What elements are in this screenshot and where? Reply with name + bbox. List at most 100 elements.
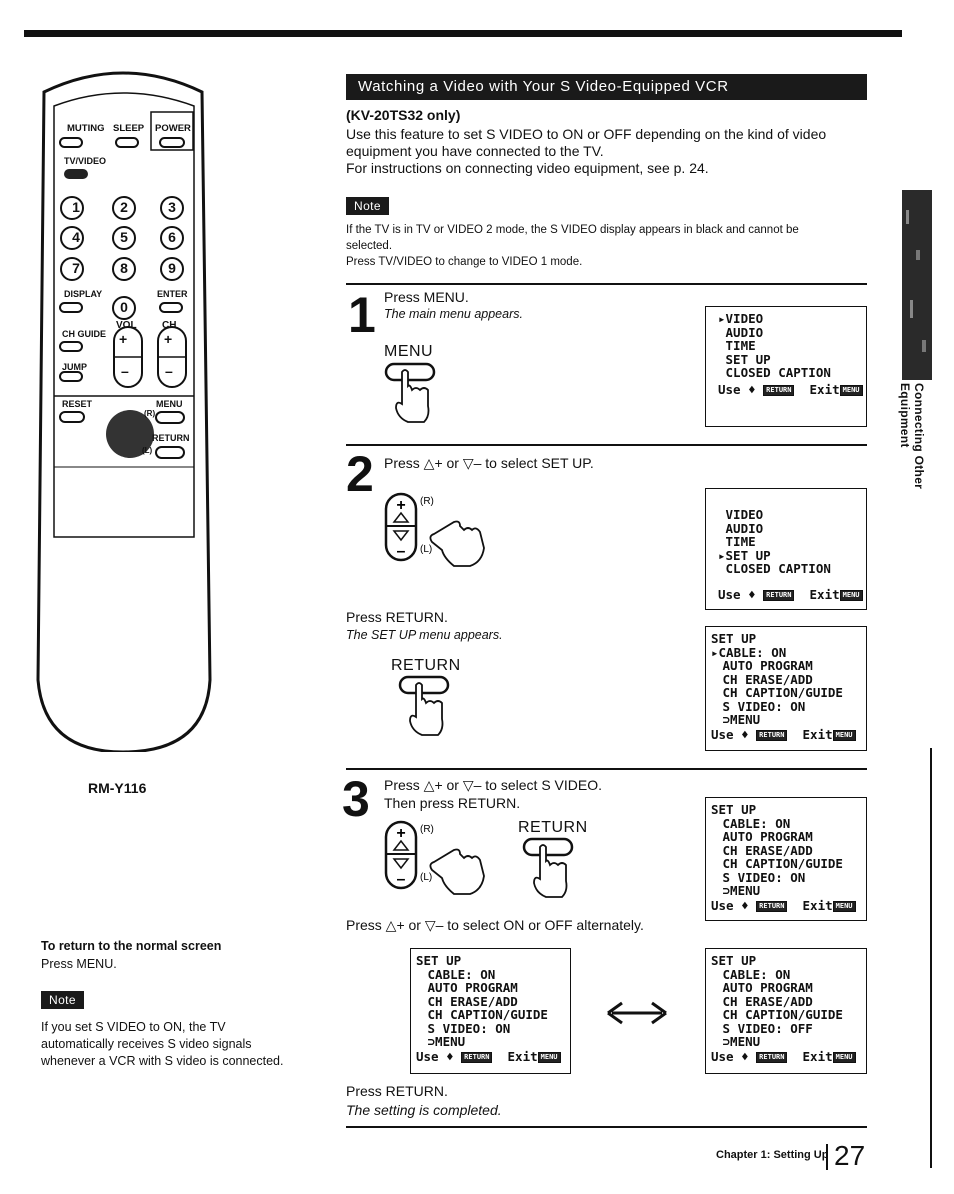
step2-rule <box>346 444 867 446</box>
intro-text: Use this feature to set S VIDEO to ON or… <box>346 126 876 177</box>
remote-digit-3: 3 <box>168 199 176 215</box>
note-line: If the TV is in TV or VIDEO 2 mode, the … <box>346 224 799 236</box>
step3-svideo-off-screen: SET UP CABLE: ON AUTO PROGRAM CH ERASE/A… <box>705 948 867 1074</box>
step1-rule <box>346 283 867 285</box>
menu-line: VIDEO <box>718 507 764 522</box>
double-arrow-icon <box>607 1001 667 1025</box>
menu-tag-icon: MENU <box>832 729 856 741</box>
remote-muting-label: MUTING <box>67 123 105 134</box>
model-note: (KV-20TS32 only) <box>346 107 461 123</box>
remote-power-label: POWER <box>155 123 191 134</box>
ch-plus-icon: + <box>164 331 173 347</box>
menu-line: AUTO PROGRAM <box>715 658 813 673</box>
vol-plus-icon: + <box>119 331 128 347</box>
remote-l-label: (L) <box>142 446 153 455</box>
side-tab-marker <box>902 190 932 380</box>
menu-line: ▸SET UP <box>718 547 771 563</box>
svg-text:(L): (L) <box>420 544 432 555</box>
remote-digit-2: 2 <box>120 199 128 215</box>
menu-line: CH ERASE/ADD <box>715 993 813 1009</box>
menu-line: SET UP <box>416 953 462 968</box>
svg-text:(R): (R) <box>420 496 434 507</box>
menu-line: ▸VIDEO <box>718 311 764 326</box>
step2-number: 2 <box>346 446 374 502</box>
menu-line: AUDIO <box>718 520 764 536</box>
menu-footer-exit: Exit <box>809 586 840 602</box>
menu-line: SET UP <box>718 351 771 367</box>
remote-ch-label: CH <box>162 320 177 331</box>
menu-line: ⊃MENU <box>715 1034 761 1049</box>
step2-main-menu-screen: VIDEO AUDIO TIME ▸SET UP CLOSED CAPTION … <box>705 488 867 610</box>
right-edge-line <box>930 748 932 1168</box>
step3-instruction: Press △+ or ▽– to select S VIDEO. <box>384 777 602 793</box>
menu-tag-icon: MENU <box>537 1051 561 1063</box>
top-rule <box>24 30 902 37</box>
left-note-line: whenever a VCR with S video is connected… <box>41 1054 284 1068</box>
menu-line: AUTO PROGRAM <box>715 980 813 995</box>
remote-menu-label: MENU <box>156 399 183 409</box>
left-note-text: If you set S VIDEO to ON, the TV automat… <box>41 1019 284 1070</box>
menu-tag-icon: MENU <box>832 900 856 912</box>
menu-line: SET UP <box>711 802 757 817</box>
step2-result2: The SET UP menu appears. <box>346 628 503 642</box>
menu-line: TIME <box>718 338 756 353</box>
return-tag-icon: RETURN <box>756 900 788 912</box>
step2-setup-menu-screen: SET UP ▸CABLE: ON AUTO PROGRAM CH ERASE/… <box>705 626 867 751</box>
remote-sleep-label: SLEEP <box>113 123 145 134</box>
note-line: selected. <box>346 240 393 252</box>
menu-footer-exit: Exit <box>809 381 840 397</box>
note-line: Press TV/VIDEO to change to VIDEO 1 mode… <box>346 256 583 268</box>
menu-line: S VIDEO: OFF <box>715 1020 813 1036</box>
menu-footer-use: Use ♦ <box>718 586 756 602</box>
menu-footer-exit: Exit <box>802 726 833 742</box>
menu-line: CH CAPTION/GUIDE <box>420 1007 548 1022</box>
menu-line: AUTO PROGRAM <box>715 829 813 844</box>
menu-tag-icon: MENU <box>839 589 863 601</box>
menu-footer-use: Use ♦ <box>711 897 749 913</box>
menu-line: ▸CABLE: ON <box>711 644 787 660</box>
step3-svideo-on-screen: SET UP CABLE: ON AUTO PROGRAM CH ERASE/A… <box>410 948 571 1074</box>
menu-line: AUTO PROGRAM <box>420 980 518 995</box>
remote-reset-label: RESET <box>62 399 93 409</box>
remote-digit-9: 9 <box>168 260 176 276</box>
intro-line: For instructions on connecting video equ… <box>346 160 709 176</box>
menu-line: TIME <box>718 534 756 549</box>
menu-line: CABLE: ON <box>715 966 791 982</box>
menu-line: CH CAPTION/GUIDE <box>715 685 843 700</box>
svg-text:(L): (L) <box>420 872 432 883</box>
step1-instruction: Press MENU. <box>384 289 469 305</box>
menu-footer-exit: Exit <box>802 897 833 913</box>
remote-vol-label: VOL <box>116 320 137 331</box>
menu-line: CABLE: ON <box>420 966 496 982</box>
menu-line: SET UP <box>711 631 757 646</box>
bottom-rule <box>346 1126 867 1128</box>
step1-menu-button-label: MENU <box>384 343 434 360</box>
menu-line: CH ERASE/ADD <box>715 671 813 687</box>
intro-line: Use this feature to set S VIDEO to ON or… <box>346 126 827 142</box>
remote-ch-guide-label: CH GUIDE <box>62 329 107 339</box>
svg-text:+: + <box>396 497 405 514</box>
note-text: If the TV is in TV or VIDEO 2 mode, the … <box>346 222 876 270</box>
menu-line: CH CAPTION/GUIDE <box>715 1007 843 1022</box>
footer-chapter: Chapter 1: Setting Up <box>716 1149 829 1161</box>
return-tag-icon: RETURN <box>461 1051 493 1063</box>
step2-instruction2: Press RETURN. <box>346 609 448 625</box>
step2-return-button-label: RETURN <box>391 657 461 674</box>
return-tag-icon: RETURN <box>763 589 795 601</box>
remote-model-label: RM-Y116 <box>88 780 147 796</box>
step3-instruction2: Press △+ or ▽– to select ON or OFF alter… <box>346 917 644 933</box>
ch-rocker-press-icon: + – (R) (L) <box>384 492 485 567</box>
step3-instruction-b: Then press RETURN. <box>384 795 521 811</box>
remote-digit-8: 8 <box>120 260 128 276</box>
left-note-line: automatically receives S video signals <box>41 1037 252 1051</box>
page-number: 27 <box>834 1140 866 1171</box>
menu-line: CH ERASE/ADD <box>715 842 813 858</box>
remote-digit-4: 4 <box>72 229 80 245</box>
menu-footer-use: Use ♦ <box>718 381 756 397</box>
step3-result3: The setting is completed. <box>346 1102 502 1118</box>
